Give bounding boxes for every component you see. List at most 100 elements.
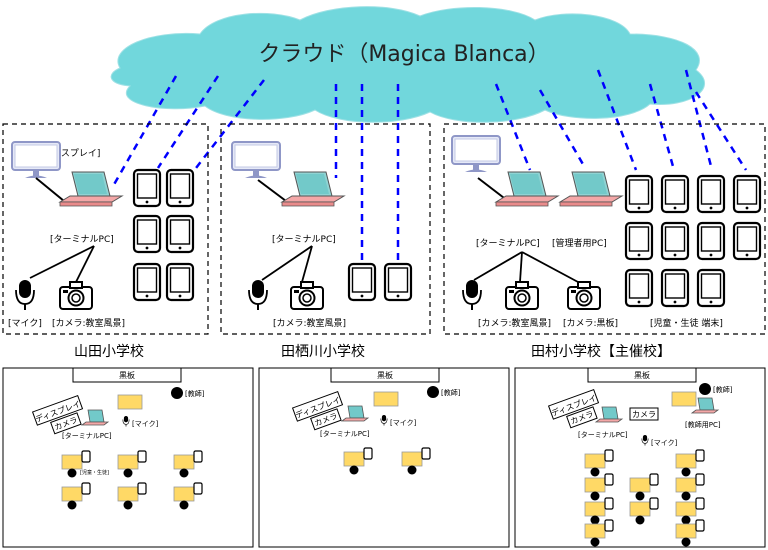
terminal-label: [ターミナルPC] — [476, 238, 540, 249]
display-box — [291, 390, 344, 422]
cable — [29, 245, 95, 279]
laptop-icon — [495, 171, 559, 207]
tablet-icon — [132, 168, 162, 208]
mic-label: [マイク] — [651, 439, 678, 447]
school-frame — [443, 123, 766, 335]
school-tasugawa: [ターミナルPC] [カメラ:教室風景] — [220, 123, 431, 335]
teacher-label: [教師] — [713, 385, 733, 394]
terminal-label: [ターミナルPC] — [50, 234, 114, 245]
laptop-icon — [281, 171, 345, 207]
student-label: [児童・生徒] — [80, 469, 109, 476]
cloud-shape — [110, 6, 705, 123]
school-title-tamura: 田村小学校【主催校】 — [531, 344, 671, 360]
link-line — [694, 91, 748, 171]
link-line — [596, 69, 638, 171]
cable — [301, 245, 313, 283]
school-title-yamada: 山田小学校 — [74, 344, 144, 360]
link-line — [648, 83, 676, 171]
school-tamura: [ターミナルPC] [管理者用PC] [カメラ:教室風景] [カメラ:黒板] [… — [443, 123, 766, 335]
tablet-icon — [696, 174, 726, 214]
tablet-icon — [660, 221, 690, 261]
tablet-icon — [383, 262, 413, 302]
terminal-label: [ターミナルPC] — [272, 234, 336, 245]
cable — [473, 251, 523, 281]
tablet-icon — [660, 268, 690, 308]
teacher-desk — [671, 391, 697, 407]
blackboard — [72, 367, 182, 383]
teacher-pc-label: [教師用PC] — [685, 420, 721, 429]
admin-laptop-icon — [559, 171, 623, 207]
cloud-label: クラウド（Magica Blanca） — [258, 42, 549, 67]
camera-label: [カメラ:教室風景] — [273, 317, 346, 329]
tablet-icon — [132, 262, 162, 302]
tablet-group — [132, 168, 195, 302]
camera2-label: [カメラ:黒板] — [563, 317, 618, 329]
school-yamada: [ディスプレイ] [ターミナルPC] [マイク] [カメラ:教室風景] — [2, 123, 209, 335]
link-line — [110, 75, 178, 189]
teacher-desk — [117, 394, 143, 410]
camera-label: [カメラ:教室風景] — [478, 317, 551, 329]
tablet-icon — [624, 174, 654, 214]
mic-icon — [462, 279, 482, 311]
camera-box — [50, 412, 82, 435]
camera-box — [310, 408, 342, 431]
admin-pc-label: [管理者用PC] — [552, 237, 607, 249]
tablet-icon — [732, 174, 762, 214]
cable — [519, 251, 523, 283]
teacher-icon — [171, 387, 183, 399]
tablet-icon — [696, 268, 726, 308]
camera2-label: カメラ — [632, 410, 656, 419]
blackboard-label: 黒板 — [634, 370, 650, 380]
tablet-group — [624, 174, 762, 308]
teacher-label: [教師] — [441, 388, 461, 397]
cable — [35, 177, 65, 202]
link-line — [156, 75, 220, 169]
camera-label: [カメラ:教室風景] — [52, 317, 125, 329]
classroom-tamura: 黒板 [教師] ディスプレイ カメラ カメラ [ターミナルPC] [教師用PC]… — [514, 367, 766, 548]
tablet-icon — [165, 262, 195, 302]
link-line — [494, 83, 532, 171]
blackboard — [330, 367, 440, 383]
mic-icon — [15, 279, 35, 311]
cable — [521, 251, 579, 283]
laptop-icon — [59, 171, 123, 207]
teacher-icon — [699, 383, 711, 395]
camera-icon — [505, 281, 539, 310]
classroom-yamada: 黒板 [教師] ディスプレイ カメラ [ターミナルPC] [マイク] [児童・生… — [2, 367, 254, 548]
blackboard-label: 黒板 — [119, 370, 135, 380]
mic-label: [マイク] — [132, 420, 159, 428]
tablets-label: [児童・生徒 端末] — [650, 317, 723, 329]
mic-label: [マイク] — [390, 419, 417, 427]
cable — [261, 245, 313, 281]
display-icon — [451, 135, 501, 173]
classroom-tasugawa: 黒板 [教師] ディスプレイ カメラ [ターミナルPC] [マイク] — [258, 367, 510, 548]
teacher-label: [教師] — [185, 389, 205, 398]
teacher-desk — [373, 391, 399, 407]
camera2-box — [629, 407, 659, 421]
school-frame — [220, 123, 431, 335]
camera-icon — [567, 281, 601, 310]
school-frame — [2, 123, 209, 335]
display-icon — [11, 141, 61, 179]
tablet-icon — [624, 221, 654, 261]
camera-icon — [59, 281, 93, 310]
tablet-icon — [732, 221, 762, 261]
tablet-icon — [165, 168, 195, 208]
mic-icon — [248, 279, 268, 311]
camera-box — [566, 406, 598, 429]
terminal-label: [ターミナルPC] — [320, 429, 370, 438]
tablet-icon — [347, 262, 377, 302]
tablet-icon — [624, 268, 654, 308]
cable — [477, 177, 509, 202]
blackboard — [587, 367, 697, 383]
cable — [75, 245, 95, 283]
teacher-icon — [427, 386, 439, 398]
terminal-label: [ターミナルPC] — [62, 431, 112, 440]
cable — [257, 179, 287, 202]
tablet-icon — [696, 221, 726, 261]
camera-icon — [290, 281, 324, 310]
mic-label: [マイク] — [8, 318, 42, 329]
tablet-icon — [660, 174, 690, 214]
blackboard-label: 黒板 — [377, 370, 393, 380]
